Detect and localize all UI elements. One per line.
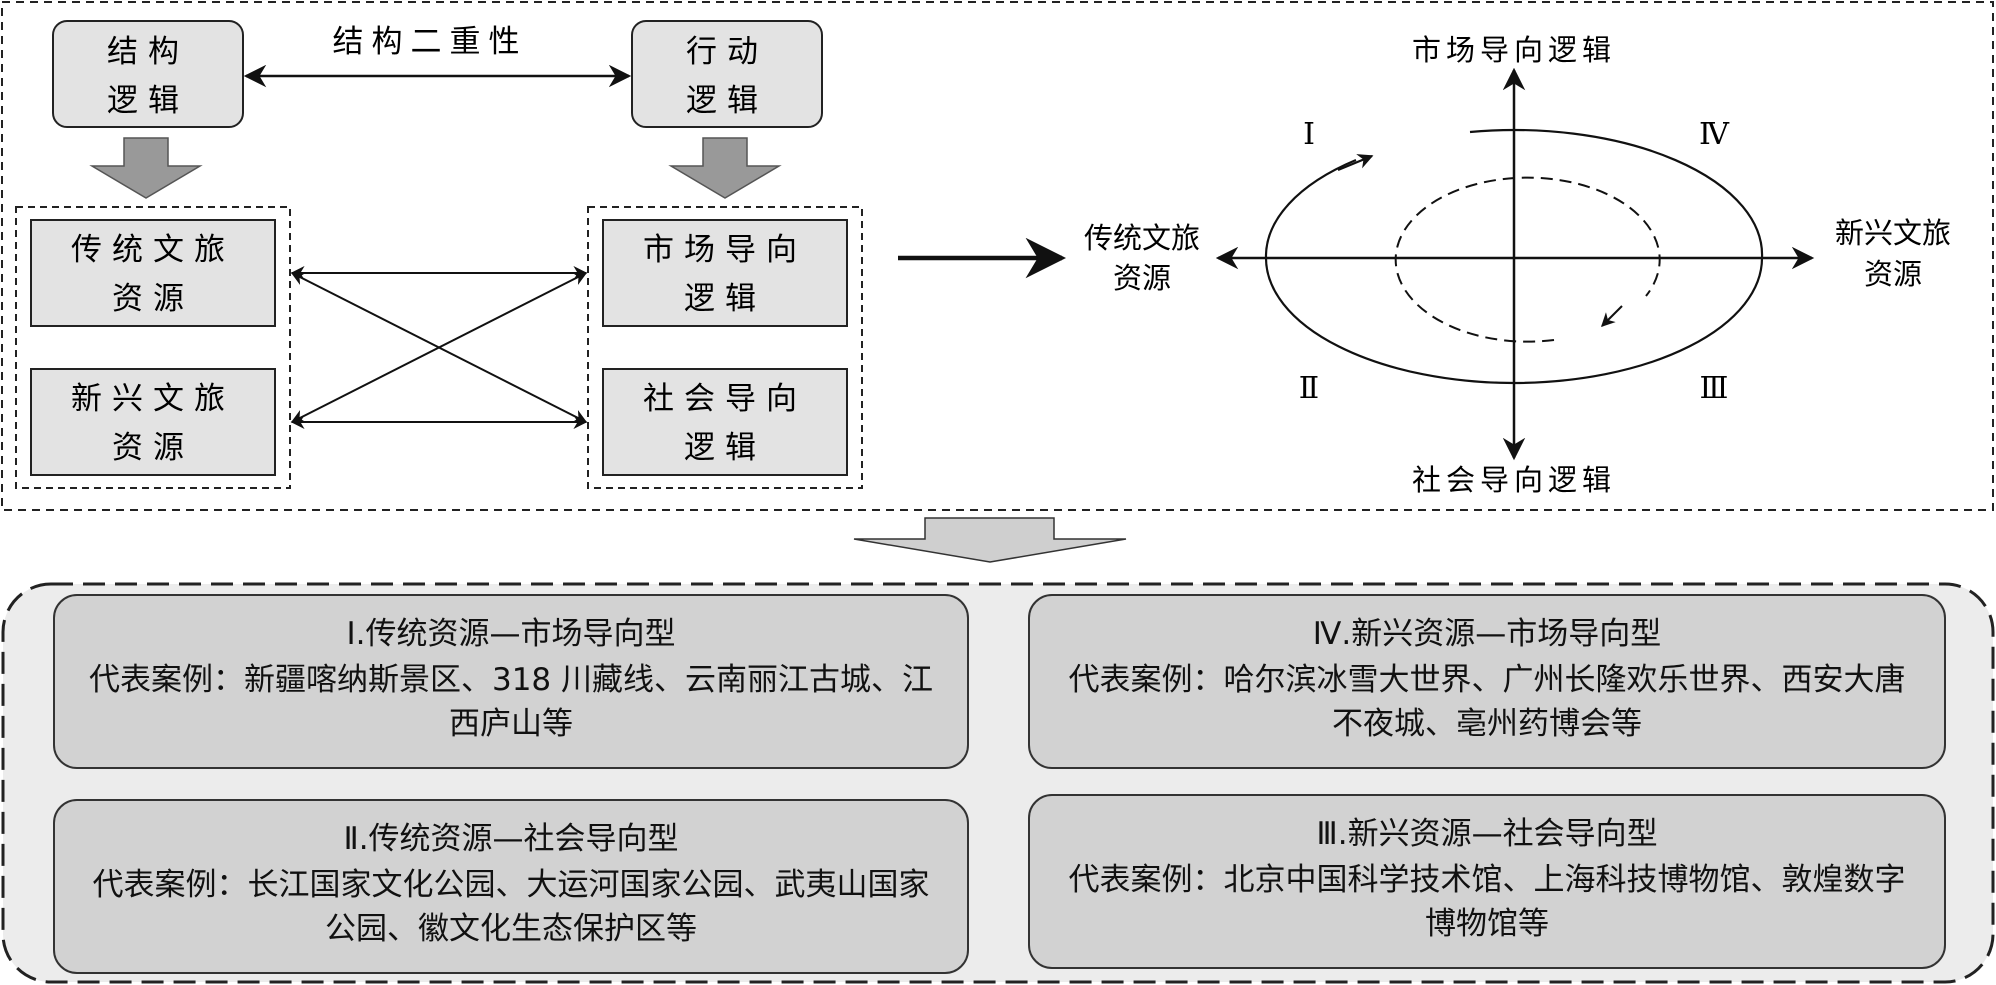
case-examples-iii: 北京中国科学技术馆、上海科技博物馆、敦煌数字博物馆等	[1223, 862, 1906, 942]
traditional-resource-line1: 传统文旅	[71, 232, 235, 268]
structure-logic-box: 结构 逻辑	[52, 20, 244, 128]
case-lead-iii: 代表案例：	[1068, 862, 1224, 898]
social-logic-box: 社会导向 逻辑	[602, 368, 848, 476]
action-logic-box: 行动 逻辑	[631, 20, 823, 128]
logics-group-frame	[587, 206, 863, 489]
emerging-resource-line1: 新兴文旅	[71, 381, 235, 417]
social-logic-line2: 逻辑	[684, 430, 766, 466]
case-card-i: Ⅰ.传统资源—市场导向型 代表案例：新疆喀纳斯景区、318 川藏线、云南丽江古城…	[53, 594, 969, 769]
axis-right-label-line2: 资源	[1864, 257, 1922, 291]
duality-label: 结构二重性	[333, 24, 528, 60]
case-body-ii: 代表案例：长江国家文化公园、大运河国家公园、武夷山国家公园、徽文化生态保护区等	[55, 859, 967, 951]
inner-cycle-arrowhead	[1601, 305, 1623, 327]
structure-logic-line2: 逻辑	[107, 83, 189, 119]
action-logic-line2: 逻辑	[686, 83, 768, 119]
case-examples-i: 新疆喀纳斯景区、318 川藏线、云南丽江古城、江西庐山等	[243, 662, 934, 742]
quadrant-ii-label: Ⅱ	[1299, 371, 1319, 406]
case-card-iv: Ⅳ.新兴资源—市场导向型 代表案例：哈尔滨冰雪大世界、广州长隆欢乐世界、西安大唐…	[1028, 594, 1946, 769]
inner-cycle	[1394, 176, 1661, 343]
market-logic-line2: 逻辑	[684, 281, 766, 317]
market-logic-box: 市场导向 逻辑	[602, 219, 848, 327]
action-logic-line1: 行动	[686, 34, 768, 70]
outer-cycle	[1264, 128, 1764, 385]
axis-bottom-label: 社会导向逻辑	[1412, 463, 1616, 497]
case-lead-iv: 代表案例：	[1068, 662, 1224, 698]
outer-cycle-arrowhead	[1337, 154, 1374, 172]
emerging-resource-line2: 资源	[112, 430, 194, 466]
case-card-ii: Ⅱ.传统资源—社会导向型 代表案例：长江国家文化公园、大运河国家公园、武夷山国家…	[53, 799, 969, 974]
case-examples-iv: 哈尔滨冰雪大世界、广州长隆欢乐世界、西安大唐不夜城、亳州药博会等	[1223, 662, 1906, 742]
down-block-arrow-center	[853, 517, 1127, 563]
resources-group-frame	[15, 206, 291, 489]
case-lead-i: 代表案例：	[88, 662, 244, 698]
traditional-resource-line2: 资源	[112, 281, 194, 317]
quadrant-iv-label: Ⅳ	[1699, 117, 1730, 152]
down-block-arrow-right	[668, 137, 782, 199]
case-card-iii: Ⅲ.新兴资源—社会导向型 代表案例：北京中国科学技术馆、上海科技博物馆、敦煌数字…	[1028, 794, 1946, 969]
quadrant-diagram: 市场导向逻辑 社会导向逻辑 传统文旅 资源 新兴文旅 资源 Ⅰ Ⅳ Ⅱ Ⅲ	[1084, 33, 1951, 497]
case-title-iv: Ⅳ.新兴资源—市场导向型	[1312, 616, 1662, 652]
axis-left-label-line1: 传统文旅	[1084, 221, 1200, 255]
case-body-i: 代表案例：新疆喀纳斯景区、318 川藏线、云南丽江古城、江西庐山等	[55, 654, 967, 746]
link-emer-market	[290, 272, 588, 423]
case-title-i: Ⅰ.传统资源—市场导向型	[346, 616, 676, 652]
social-logic-line1: 社会导向	[643, 381, 807, 417]
case-title-iii: Ⅲ.新兴资源—社会导向型	[1316, 816, 1658, 852]
top-section-frame	[1, 1, 1994, 511]
axis-top-label: 市场导向逻辑	[1412, 33, 1616, 67]
emerging-resource-box: 新兴文旅 资源	[30, 368, 276, 476]
axis-right-label-line1: 新兴文旅	[1835, 216, 1951, 250]
case-title-ii: Ⅱ.传统资源—社会导向型	[343, 821, 679, 857]
case-body-iii: 代表案例：北京中国科学技术馆、上海科技博物馆、敦煌数字博物馆等	[1030, 854, 1944, 946]
down-block-arrow-left	[89, 137, 203, 199]
axis-left-label-line2: 资源	[1113, 261, 1171, 295]
case-body-iv: 代表案例：哈尔滨冰雪大世界、广州长隆欢乐世界、西安大唐不夜城、亳州药博会等	[1030, 654, 1944, 746]
traditional-resource-box: 传统文旅 资源	[30, 219, 276, 327]
case-lead-ii: 代表案例：	[92, 867, 248, 903]
quadrant-iii-label: Ⅲ	[1700, 371, 1729, 406]
quadrant-i-label: Ⅰ	[1303, 117, 1315, 152]
structure-logic-line1: 结构	[107, 34, 189, 70]
case-examples-ii: 长江国家文化公园、大运河国家公园、武夷山国家公园、徽文化生态保护区等	[247, 867, 930, 947]
market-logic-line1: 市场导向	[643, 232, 807, 268]
